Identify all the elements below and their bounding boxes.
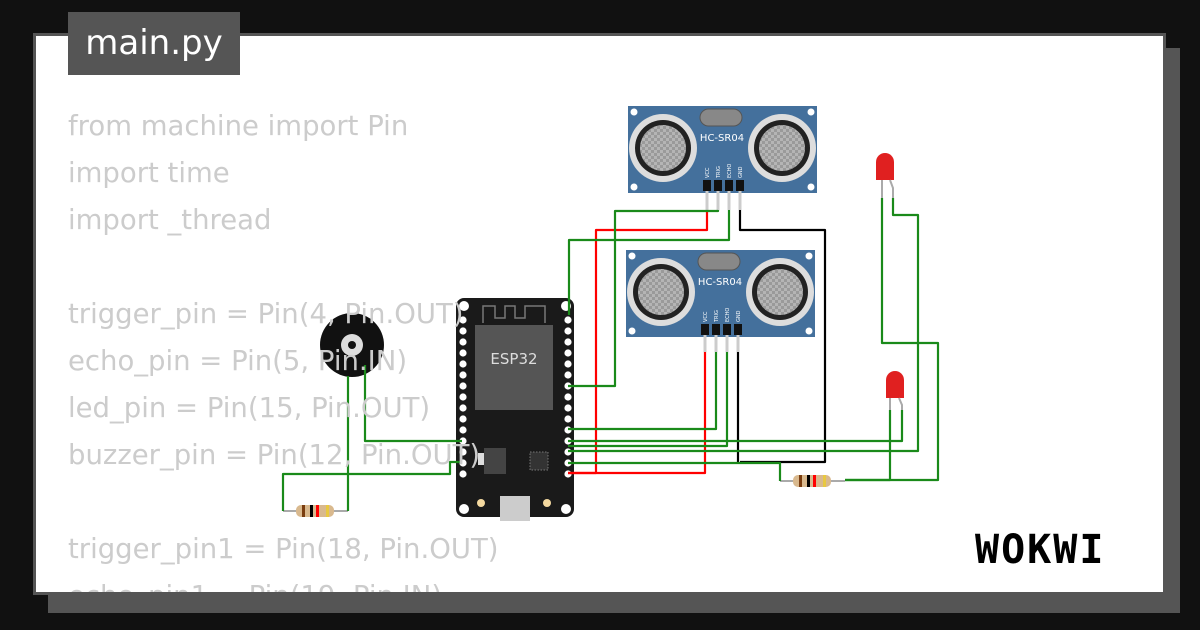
pin-label: TRIG bbox=[716, 166, 722, 179]
wire bbox=[281, 460, 462, 511]
led-2[interactable] bbox=[886, 371, 904, 410]
esp32-board[interactable]: ESP32 bbox=[456, 298, 574, 521]
wire bbox=[363, 365, 462, 443]
sensor-label: HC-SR04 bbox=[700, 133, 744, 144]
esp32-pin[interactable] bbox=[459, 349, 467, 357]
esp32-pin[interactable] bbox=[564, 415, 572, 423]
wire bbox=[845, 410, 892, 482]
esp32-pin[interactable] bbox=[459, 470, 467, 478]
esp32-pin[interactable] bbox=[459, 426, 467, 434]
resistor-2[interactable] bbox=[780, 475, 845, 487]
esp32-pin[interactable] bbox=[459, 338, 467, 346]
esp32-pin[interactable] bbox=[459, 448, 467, 456]
ultrasonic-sensor-1[interactable]: HC-SR04 VCC TRIG ECHO GND bbox=[628, 106, 817, 210]
esp32-pin[interactable] bbox=[459, 404, 467, 412]
esp32-pin[interactable] bbox=[564, 338, 572, 346]
wire bbox=[568, 352, 718, 431]
esp32-pin[interactable] bbox=[564, 327, 572, 335]
esp32-pin[interactable] bbox=[459, 393, 467, 401]
pin-label: GND bbox=[738, 166, 744, 178]
mcu-label: ESP32 bbox=[490, 350, 537, 368]
esp32-pin[interactable] bbox=[564, 404, 572, 412]
wire bbox=[568, 352, 707, 475]
esp32-pin[interactable] bbox=[459, 415, 467, 423]
sensor-label: HC-SR04 bbox=[698, 277, 742, 288]
esp32-pin[interactable] bbox=[564, 371, 572, 379]
pin-label: ECHO bbox=[727, 164, 733, 178]
esp32-pin[interactable] bbox=[459, 371, 467, 379]
wire bbox=[568, 461, 782, 481]
pin-label: VCC bbox=[703, 311, 709, 322]
esp32-pin[interactable] bbox=[459, 316, 467, 324]
pin-label: TRIG bbox=[714, 310, 720, 323]
resistor-1[interactable] bbox=[283, 505, 348, 517]
wire bbox=[568, 209, 720, 388]
wire bbox=[738, 210, 827, 464]
esp32-pin[interactable] bbox=[459, 382, 467, 390]
esp32-pin[interactable] bbox=[459, 360, 467, 368]
pin-label: VCC bbox=[705, 167, 711, 178]
esp32-pin[interactable] bbox=[564, 393, 572, 401]
wire bbox=[567, 210, 731, 315]
pin-label: GND bbox=[736, 310, 742, 322]
wire bbox=[568, 410, 904, 443]
wire bbox=[568, 210, 709, 475]
wires bbox=[281, 198, 940, 511]
pin-label: ECHO bbox=[725, 308, 731, 322]
esp32-pin[interactable] bbox=[459, 437, 467, 445]
preview-card bbox=[33, 33, 1166, 595]
wire bbox=[568, 198, 920, 453]
esp32-pin[interactable] bbox=[564, 360, 572, 368]
buzzer[interactable] bbox=[320, 313, 384, 377]
wire bbox=[568, 352, 729, 448]
esp32-pin[interactable] bbox=[564, 316, 572, 324]
circuit-diagram: HC-SR04 VCC TRIG ECHO GND HC-SR04 VCC TR… bbox=[281, 106, 940, 521]
file-tab[interactable]: main.py bbox=[68, 12, 240, 75]
esp32-pin[interactable] bbox=[459, 327, 467, 335]
ultrasonic-sensor-2[interactable]: HC-SR04 VCC TRIG ECHO GND bbox=[626, 250, 815, 352]
led-1[interactable] bbox=[876, 153, 894, 198]
wokwi-logo: WOKWI bbox=[975, 527, 1106, 573]
wire bbox=[845, 198, 940, 482]
esp32-pin[interactable] bbox=[564, 349, 572, 357]
